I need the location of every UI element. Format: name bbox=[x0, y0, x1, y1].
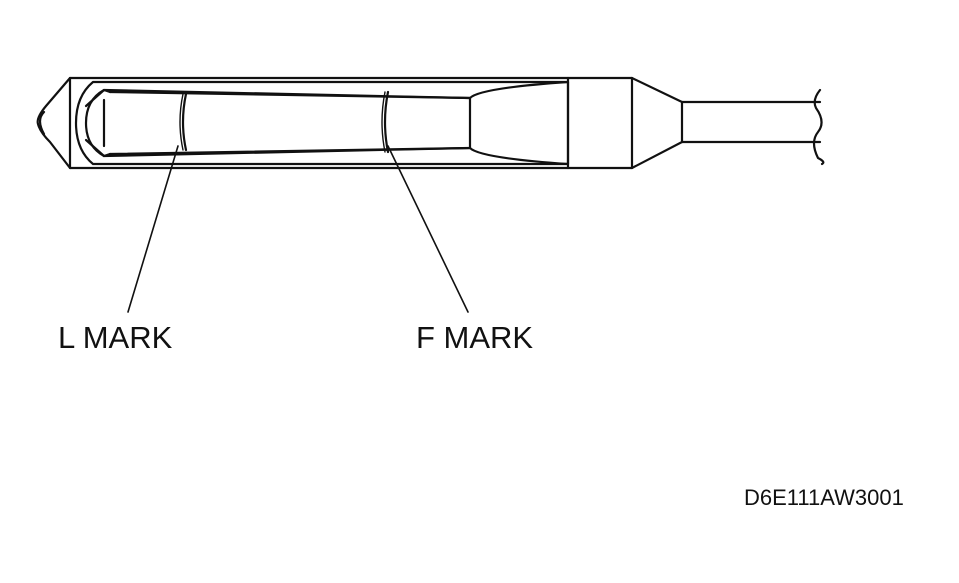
dipstick-end-facet bbox=[84, 88, 112, 108]
figure-code: D6E111AW3001 bbox=[744, 485, 904, 510]
dipstick-blade bbox=[108, 90, 472, 100]
f-mark-label: F MARK bbox=[416, 320, 534, 355]
dipstick-end-facet-2 bbox=[84, 138, 112, 158]
dipstick-inner-channel bbox=[74, 80, 570, 166]
l-mark-ring-2 bbox=[179, 93, 184, 151]
dipstick-flare-bottom bbox=[468, 146, 570, 166]
dipstick-flare bbox=[468, 80, 570, 100]
f-mark-leader bbox=[387, 145, 469, 313]
dipstick-tip-nose bbox=[38, 110, 46, 136]
l-mark-leader bbox=[127, 145, 179, 313]
dipstick-taper bbox=[630, 76, 684, 170]
dipstick-tip bbox=[36, 76, 72, 170]
dipstick-blade-bottom bbox=[108, 146, 472, 156]
dipstick-shaft-break bbox=[812, 88, 825, 166]
dipstick-inner-channel-2 bbox=[84, 88, 472, 158]
l-mark-ring bbox=[181, 92, 188, 152]
f-mark-ring-2 bbox=[381, 91, 386, 153]
f-mark-ring bbox=[383, 90, 390, 154]
l-mark-label: L MARK bbox=[58, 320, 173, 355]
